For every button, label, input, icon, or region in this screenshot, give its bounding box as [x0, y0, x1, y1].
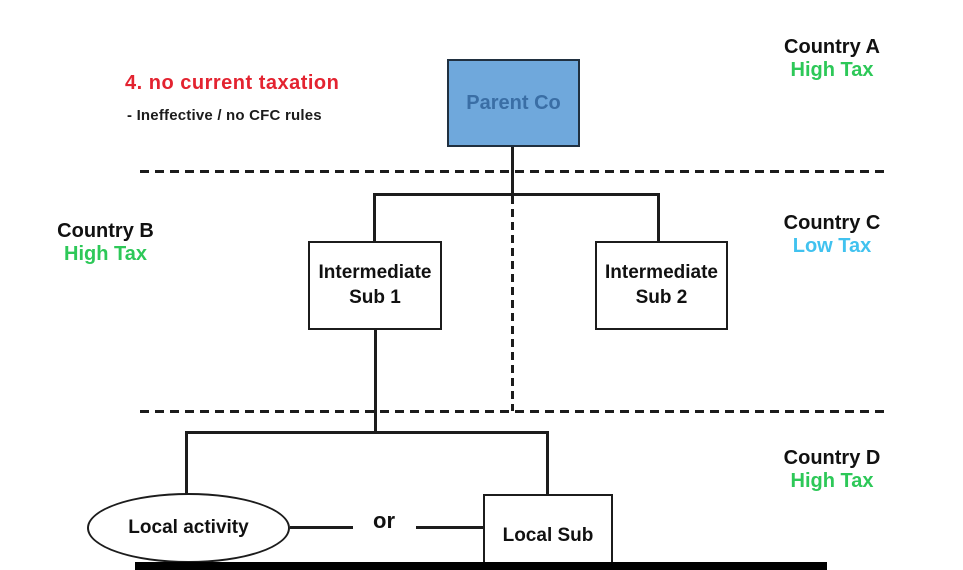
node-intermediate-sub2: Intermediate Sub 2 [595, 241, 728, 330]
region-label-country-b: Country B High Tax [38, 220, 173, 266]
node-local-sub: Local Sub [483, 494, 613, 570]
node-local-sub-label: Local Sub [502, 524, 594, 546]
region-label-country-c: Country C Low Tax [762, 212, 902, 258]
country-c-name: Country C [783, 212, 881, 234]
country-d-tax: High Tax [790, 470, 874, 492]
country-a-tax: High Tax [790, 59, 874, 81]
connector-branch-to-sub1 [373, 193, 376, 243]
boundary-dashed-line-countries-bc-d [140, 410, 888, 413]
country-b-name: Country B [57, 220, 154, 242]
connector-branch-horizontal-bottom [185, 431, 549, 434]
connector-or-to-local-sub [416, 526, 483, 529]
region-label-country-d: Country D High Tax [762, 447, 902, 493]
annotation-no-current-taxation: 4. no current taxation [125, 72, 340, 94]
node-intermediate-sub1-line2: Sub 1 [349, 286, 401, 308]
connector-branch2-to-local-sub [546, 431, 549, 496]
connector-branch-to-sub2 [657, 193, 660, 243]
connector-parent-to-branch [511, 146, 514, 196]
node-parent-co: Parent Co [447, 59, 580, 147]
connector-branch-horizontal-top [373, 193, 660, 196]
node-local-activity-label: Local activity [128, 517, 249, 538]
node-intermediate-sub2-line1: Intermediate [605, 261, 718, 283]
country-d-name: Country D [783, 447, 881, 469]
node-parent-co-label: Parent Co [466, 91, 561, 114]
region-label-country-a: Country A High Tax [762, 36, 902, 82]
node-local-activity: Local activity [87, 493, 290, 563]
bottom-black-bar [135, 562, 827, 570]
node-intermediate-sub1-line1: Intermediate [318, 261, 432, 283]
connector-branch2-to-local-activity [185, 431, 188, 495]
or-label: or [373, 508, 395, 533]
connector-ellipse-to-or [290, 526, 353, 529]
node-intermediate-sub2-line2: Sub 2 [635, 286, 688, 308]
boundary-dashed-line-countries-a-bc [140, 170, 888, 173]
country-a-name: Country A [784, 36, 880, 58]
node-intermediate-sub1: Intermediate Sub 1 [308, 241, 442, 330]
annotation-cfc-rules: - Ineffective / no CFC rules [127, 107, 322, 124]
country-c-tax: Low Tax [792, 235, 872, 257]
country-b-tax: High Tax [64, 243, 147, 265]
connector-sub1-to-branch2 [374, 329, 377, 433]
boundary-dashed-line-countries-b-c [511, 196, 514, 411]
